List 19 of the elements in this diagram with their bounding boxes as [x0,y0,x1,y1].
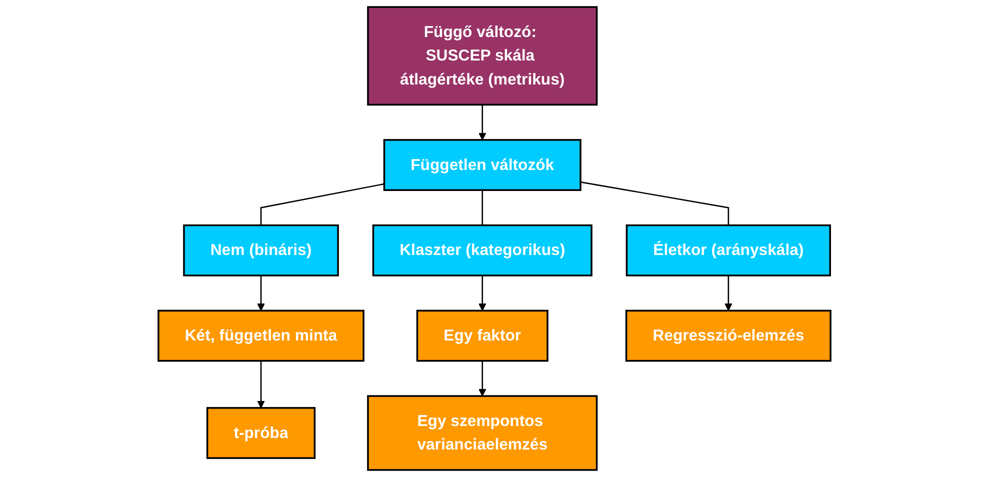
arrow [478,104,486,140]
node-box: Egy faktor [416,310,548,362]
node-box: Életkor (arányskála) [626,224,831,276]
node-box: Független változók [383,139,582,191]
node-box: Két, független minta [158,310,364,362]
arrow [478,360,486,396]
node-box: Regresszió-elemzés [625,310,832,362]
arrow [724,275,732,312]
arrow [257,275,265,312]
connector [580,181,730,226]
arrow [257,360,265,408]
connector [260,183,384,226]
node-box: Klaszter (kategorikus) [372,224,592,276]
node-box: t-próba [206,407,316,459]
node-box: Egy szempontos varianciaelemzés [367,395,598,471]
node-box: Függő változó: SUSCEP skála átlagértéke (metrikus) [367,6,598,106]
arrow [478,275,486,312]
connector [482,190,484,226]
node-box: Nem (bináris) [183,224,339,276]
